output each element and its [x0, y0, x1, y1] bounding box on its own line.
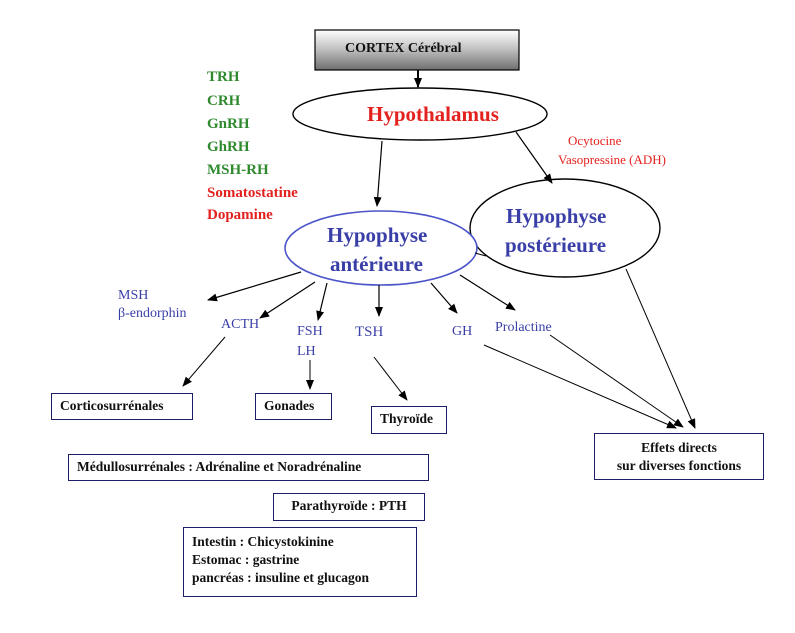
arrow-posterior-effets — [625, 268, 696, 429]
arrow-prolactine-effets — [549, 334, 684, 428]
target-gonades: Gonades — [255, 393, 332, 420]
hormone-acth: ACTH — [221, 317, 260, 332]
arrow-hypothalamus-posterior — [515, 131, 553, 184]
arrow-tsh-thyroide — [373, 356, 408, 401]
hormone-trh: TRH — [207, 69, 240, 85]
hypothalamus-label: Hypothalamus — [367, 102, 499, 126]
arrow-anterior-fsh — [316, 282, 328, 321]
cortex-box — [314, 29, 520, 71]
arrow-anterior-gh — [430, 282, 458, 314]
hormone-gnrh: GnRH — [207, 116, 250, 132]
gland-parathyroide: Parathyroïde : PTH — [273, 493, 425, 521]
posterior-pituitary-line2: postérieure — [505, 233, 607, 257]
hormone-somatostatine: Somatostatine — [207, 185, 298, 201]
anterior-pituitary-line2: antérieure — [330, 252, 423, 276]
hormone-vasopressine: Vasopressine (ADH) — [558, 152, 666, 167]
digestive-line2: Estomac : gastrine — [192, 551, 300, 567]
hormone-msh: MSH — [118, 288, 149, 303]
anterior-pituitary-ellipse — [284, 210, 478, 286]
arrow-anterior-msh — [207, 271, 302, 302]
hormone-lh: LH — [297, 344, 316, 359]
hormone-prolactine: Prolactine — [495, 320, 552, 335]
effets-line1: Effets directs — [641, 440, 717, 455]
hormone-endorphin: β-endorphin — [118, 306, 187, 321]
hormone-dopamine: Dopamine — [207, 207, 273, 223]
hypothalamus-ellipse — [292, 87, 548, 141]
gland-digestive: Intestin : Chicystokinine Estomac : gast… — [183, 527, 417, 597]
arrow-gh-effets — [483, 344, 677, 429]
target-corticosurrenales: Corticosurrénales — [51, 393, 193, 420]
anterior-pituitary-line1: Hypophyse — [327, 223, 428, 247]
posterior-pituitary-line1: Hypophyse — [506, 204, 607, 228]
arrow-acth-corticosurrenales — [182, 336, 226, 387]
target-effets: Effets directs sur diverses fonctions — [594, 433, 764, 480]
posterior-pituitary-ellipse — [469, 178, 661, 278]
hormone-fsh: FSH — [297, 324, 323, 339]
target-thyroide: Thyroïde — [371, 406, 447, 434]
hormone-gh: GH — [452, 324, 473, 339]
digestive-line3: pancréas : insuline et glucagon — [192, 569, 370, 585]
arrow-anterior-prolactine — [459, 274, 516, 311]
hormone-crh: CRH — [207, 93, 241, 109]
arrow-anterior-acth — [259, 281, 316, 319]
gland-medullosurrenales: Médullosurrénales : Adrénaline et Noradr… — [68, 454, 429, 481]
hormone-ocytocine: Ocytocine — [568, 133, 622, 148]
digestive-line1: Intestin : Chicystokinine — [192, 534, 334, 549]
cortex-label: CORTEX Cérébral — [345, 41, 462, 56]
effets-line2: sur diverses fonctions — [616, 457, 742, 473]
hormone-msh-rh: MSH-RH — [207, 162, 269, 178]
connector-anterior-posterior — [474, 252, 487, 257]
hormone-ghrh: GhRH — [207, 139, 250, 155]
arrow-hypothalamus-anterior — [373, 140, 383, 207]
hormone-tsh: TSH — [355, 324, 384, 340]
